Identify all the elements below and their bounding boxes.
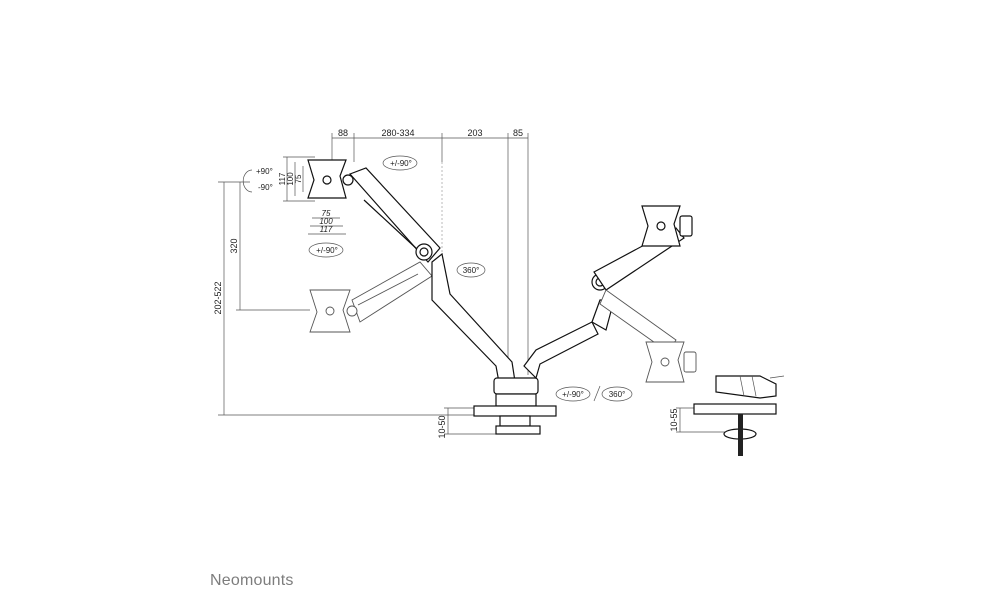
rotation-badges: +90° -90° +/-90° +/-90° 360° +/-90° 360° [242,155,633,402]
dim-pole-offset: 203 [467,128,482,138]
dim-vesa-width-inner: 75 [322,209,331,218]
base-swivel-icon [555,386,591,402]
grommet-bolt [738,414,743,456]
right-arm [523,205,697,383]
vesa-swivel-icon [308,242,344,258]
dimension-lines [218,133,725,435]
grommet-desk-plate [693,403,777,415]
tilt-down-label: -90° [258,183,273,192]
tilt-arrow-icon [242,169,253,193]
dim-back-offset: 85 [513,128,523,138]
clamp-body [493,377,539,395]
dimension-labels: 88 280-334 203 85 117 100 75 75 100 117 … [213,128,679,439]
tilt-up-label: +90° [256,167,273,176]
dim-arm-reach: 280-334 [381,128,414,138]
dim-vesa-width-mid: 100 [319,217,333,226]
left-arm [307,159,517,389]
dim-travel: 320 [229,238,239,253]
desk-clamp [473,377,557,435]
dim-vesa-width-outer: 117 [320,225,333,234]
grommet-base-top [715,375,777,399]
dim-clamp-range: 10-50 [437,415,447,438]
grommet-mount [693,375,785,456]
top-swivel-icon [382,155,418,171]
right-pole [523,321,599,380]
left-upper-arm [348,167,441,263]
desk-plate [473,405,557,417]
dim-vesa-height-inner: 75 [294,174,303,183]
arm-rotation-label: 360° [463,266,480,275]
top-swivel-label: +/-90° [390,159,412,168]
dim-vesa-height-mid: 100 [286,172,295,186]
base-rotation-label: 360° [609,390,626,399]
base-swivel-label: +/-90° [562,390,584,399]
dim-vesa-height-outer: 117 [278,172,287,185]
brand-logo: Neomounts [210,572,294,589]
dim-height-range: 202-522 [213,281,223,314]
left-lower-arm-ghost [351,261,433,323]
clamp-jaw [495,425,541,435]
dim-offset-left: 88 [338,128,348,138]
base-rotation-icon [601,386,633,402]
dim-grommet-range: 10-55 [669,408,679,431]
vesa-swivel-label: +/-90° [316,246,338,255]
arm-rotation-icon [456,262,486,278]
